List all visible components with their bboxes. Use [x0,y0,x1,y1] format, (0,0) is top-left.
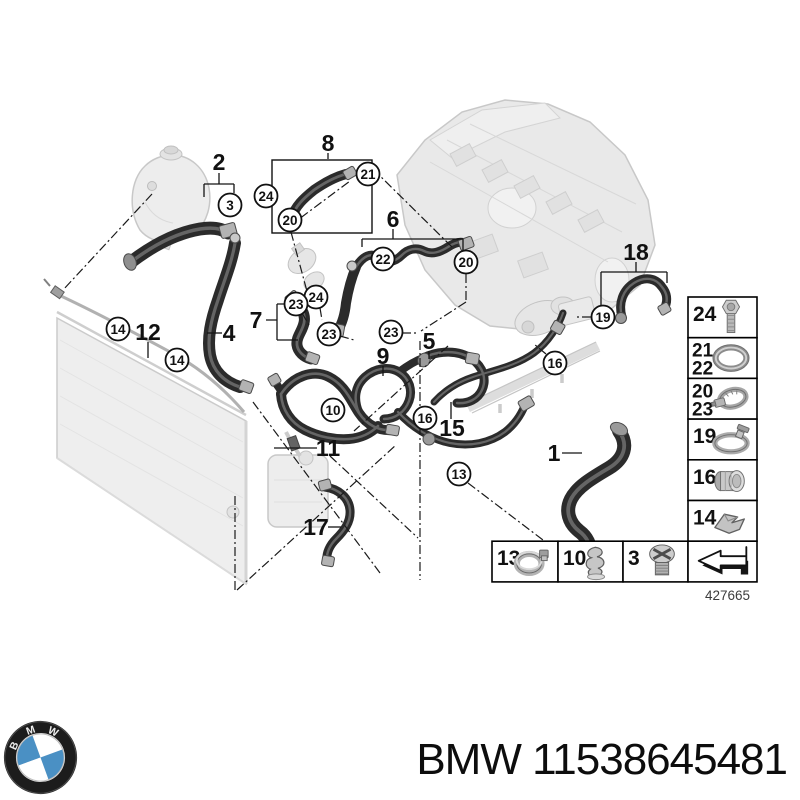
svg-text:14: 14 [693,507,717,530]
callout-24: 24 [253,183,279,209]
part-label-9: 9 [377,343,390,369]
svg-text:19: 19 [693,425,716,448]
part-label-15: 15 [439,415,465,441]
legend-cell-arrow [687,540,758,583]
brand-name: BMW [416,735,522,784]
part-label-18: 18 [623,239,649,265]
expansion-tank-sketch [131,145,211,251]
callout-20: 20 [453,249,479,275]
callout-23: 23 [283,291,309,317]
part-label-17: 17 [303,514,329,540]
callout-14: 14 [105,316,131,342]
hose-part-6-branch [333,262,361,335]
pipe-clip-icon [585,546,606,581]
svg-text:10: 10 [325,403,340,418]
svg-text:19: 19 [595,310,610,325]
svg-text:20: 20 [692,381,713,402]
svg-text:21: 21 [360,167,376,182]
part-label-11: 11 [316,435,341,461]
svg-text:16: 16 [417,411,433,426]
svg-text:M: M [25,724,38,738]
radiator-sketch [56,310,248,586]
svg-text:16: 16 [547,356,563,371]
bmw-logo-quadrants [16,733,65,782]
part-number-text: BMW 11538645481 [416,735,788,785]
svg-text:3: 3 [226,198,234,213]
svg-text:23: 23 [321,327,337,342]
svg-text:23: 23 [288,297,304,312]
part-label-2: 2 [213,149,226,175]
svg-text:16: 16 [693,466,716,489]
engine-block-sketch [396,99,656,331]
callout-19: 19 [590,304,616,330]
callout-3: 3 [217,192,243,218]
svg-text:20: 20 [458,255,473,270]
svg-text:3: 3 [628,547,640,570]
callout-22: 22 [370,246,396,272]
part-label-8: 8 [322,130,335,156]
reservoir-sketch [267,431,329,528]
part-label-12: 12 [135,319,161,345]
legend-cell-19: 19 [687,418,758,461]
svg-text:21: 21 [692,341,714,362]
svg-text:W: W [46,724,60,739]
part-number: 11538645481 [532,735,788,784]
legend-cell-13: 13 [491,540,559,583]
svg-text:22: 22 [375,252,390,267]
svg-text:24: 24 [308,290,324,305]
callout-23: 23 [316,321,342,347]
svg-text:24: 24 [693,303,717,326]
callout-10: 10 [320,397,346,423]
callout-14: 14 [164,347,190,373]
part-label-6: 6 [387,206,400,232]
sleeve-icon [714,470,745,493]
svg-text:14: 14 [110,322,126,337]
leader-lines [147,153,668,528]
part-label-1: 1 [548,440,561,466]
svg-text:23: 23 [692,399,713,420]
svg-text:23: 23 [383,325,399,340]
legend-cell-10: 10 [557,540,624,583]
legend-cell-14: 14 [687,499,758,543]
svg-text:14: 14 [169,353,185,368]
legend-cell-24: 24 [687,296,758,339]
svg-text:13: 13 [451,467,467,482]
diagram-sheet-number: 427665 [705,588,750,603]
svg-text:24: 24 [258,189,274,204]
part-label-7: 7 [250,307,263,333]
svg-text:22: 22 [692,359,713,380]
part-label-5: 5 [423,328,436,354]
legend-cell-3: 3 [622,540,689,583]
mounting-rail-sketch [465,341,601,414]
callout-16: 16 [412,405,438,431]
callout-20: 20 [277,207,303,233]
legend-cell-16: 16 [687,458,758,502]
svg-text:10: 10 [563,547,586,570]
callout-21: 21 [355,161,381,187]
part-label-4: 4 [223,320,236,346]
svg-text:20: 20 [282,213,297,228]
callout-16: 16 [542,350,568,376]
callout-23: 23 [378,319,404,345]
bmw-logo: B M W [3,720,78,795]
callout-13: 13 [446,461,472,487]
